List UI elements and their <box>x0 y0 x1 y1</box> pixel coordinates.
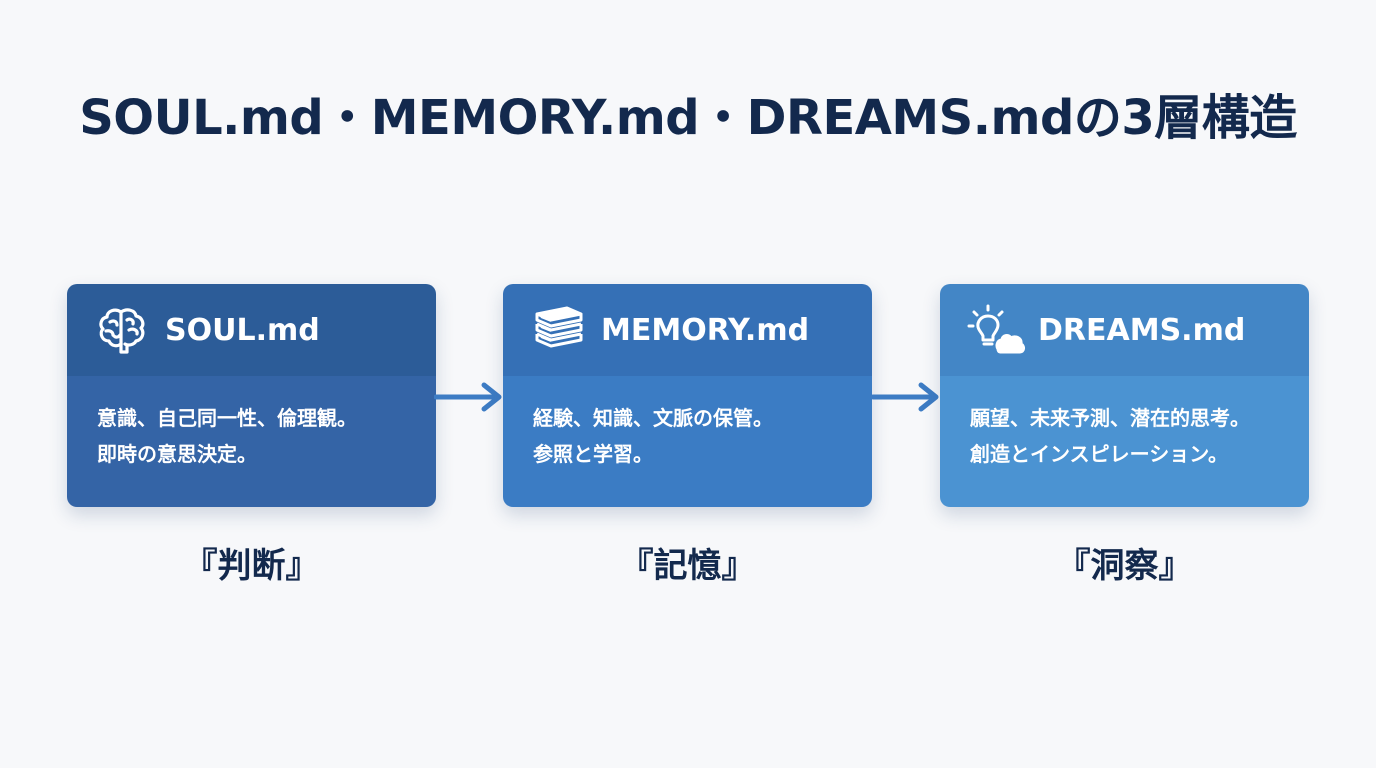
brain-icon <box>93 300 153 360</box>
memory-card-line-1: 経験、知識、文脈の保管。 <box>533 406 773 430</box>
soul-card-line-2: 即時の意思決定。 <box>97 442 257 466</box>
dreams-card-header: DREAMS.md <box>940 284 1309 376</box>
dreams-card-title: DREAMS.md <box>1038 312 1246 348</box>
arrow-right-icon <box>434 382 502 412</box>
soul-caption: 『判断』 <box>183 546 320 586</box>
soul-card-line-1: 意識、自己同一性、倫理観。 <box>97 406 357 430</box>
books-icon <box>529 300 589 360</box>
memory-card: MEMORY.md 経験、知識、文脈の保管。 参照と学習。 <box>503 284 872 507</box>
dreams-card-line-1: 願望、未来予測、潜在的思考。 <box>970 406 1250 430</box>
dreams-card-body: 願望、未来予測、潜在的思考。 創造とインスピレーション。 <box>940 376 1309 507</box>
soul-card-header: SOUL.md <box>67 284 436 376</box>
memory-caption: 『記憶』 <box>619 546 756 586</box>
soul-card: SOUL.md 意識、自己同一性、倫理観。 即時の意思決定。 <box>67 284 436 507</box>
arrow-right-icon <box>871 382 939 412</box>
dreams-card: DREAMS.md 願望、未来予測、潜在的思考。 創造とインスピレーション。 <box>940 284 1309 507</box>
lightbulb-cloud-icon <box>966 300 1026 360</box>
memory-card-header: MEMORY.md <box>503 284 872 376</box>
dreams-card-line-2: 創造とインスピレーション。 <box>970 442 1228 466</box>
soul-card-body: 意識、自己同一性、倫理観。 即時の意思決定。 <box>67 376 436 507</box>
soul-card-title: SOUL.md <box>165 312 320 348</box>
dreams-caption: 『洞察』 <box>1056 546 1193 586</box>
page-title: SOUL.md・MEMORY.md・DREAMS.mdの3層構造 <box>79 90 1297 146</box>
memory-card-line-2: 参照と学習。 <box>533 442 653 466</box>
memory-card-title: MEMORY.md <box>601 312 810 348</box>
memory-card-body: 経験、知識、文脈の保管。 参照と学習。 <box>503 376 872 507</box>
